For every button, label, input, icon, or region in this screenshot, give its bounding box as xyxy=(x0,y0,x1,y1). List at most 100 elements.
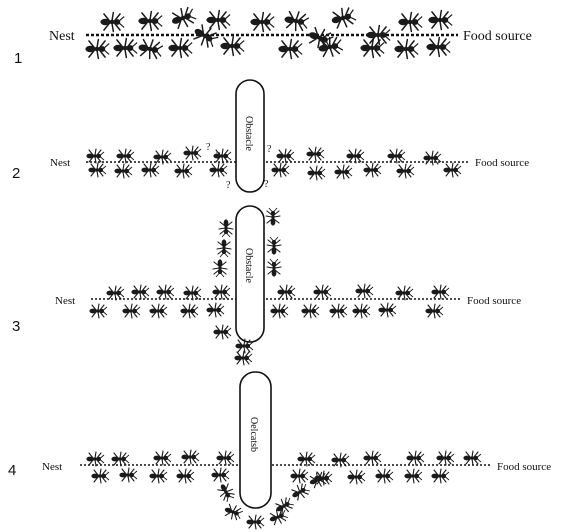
ant-icon xyxy=(212,324,232,340)
ant-icon xyxy=(277,38,303,60)
ant-icon xyxy=(266,258,282,278)
ant-icon xyxy=(269,303,289,319)
ant-icon xyxy=(328,303,348,319)
ant-icon xyxy=(121,303,141,319)
obstacle-label: Obstacle xyxy=(243,116,254,152)
panel-4: 4 Nest Food source Oelcatsb xyxy=(8,371,551,530)
question-mark: ? xyxy=(226,180,231,191)
panel-2: 2 Nest Food source Obstacle ? ? ? ? ? xyxy=(12,79,529,193)
ant-icon xyxy=(377,302,397,318)
nest-label: Nest xyxy=(49,29,75,44)
panel-number: 3 xyxy=(12,318,20,335)
ant-icon xyxy=(462,450,482,466)
ant-icon xyxy=(265,207,281,227)
ant-icon xyxy=(180,449,200,465)
ant-icon xyxy=(112,37,138,59)
ant-icon xyxy=(85,148,105,164)
ant-icon xyxy=(168,4,199,32)
ant-icon xyxy=(272,494,296,517)
ant-icon xyxy=(99,11,125,33)
nest-label: Nest xyxy=(42,461,62,473)
ant-icon xyxy=(182,285,202,301)
obstacle xyxy=(235,79,265,193)
ant-icon xyxy=(173,163,193,179)
ant-icon xyxy=(422,150,442,166)
ant-icon xyxy=(140,162,160,178)
question-mark: ? xyxy=(206,142,211,153)
ant-icon xyxy=(397,11,423,33)
ant-icon xyxy=(405,450,425,466)
food-source-label: Food source xyxy=(463,29,532,44)
ant-icon xyxy=(210,467,230,483)
ant-icon xyxy=(306,165,326,181)
panel-3: 3 Nest Food source Obstacle xyxy=(12,205,521,366)
ant-group xyxy=(88,207,450,366)
ant-icon xyxy=(282,8,311,34)
ant-icon xyxy=(136,36,165,62)
ant-icon xyxy=(275,148,295,164)
ant-icon xyxy=(333,164,353,180)
ant-icon xyxy=(328,4,358,31)
ant-icon xyxy=(354,283,374,299)
ant-icon xyxy=(346,469,366,485)
obstacle-label: Obstacle xyxy=(243,248,254,284)
ant-icon xyxy=(362,450,382,466)
ant-icon xyxy=(118,467,138,483)
ant-icon xyxy=(393,38,419,60)
food-source-label: Food source xyxy=(467,295,521,307)
ant-icon xyxy=(345,148,365,164)
ant-icon xyxy=(152,450,172,466)
ant-icon xyxy=(305,146,325,162)
nest-label: Nest xyxy=(50,157,70,169)
ant-icon xyxy=(288,480,312,503)
ant-icon xyxy=(289,468,309,484)
ant-icon xyxy=(221,501,245,523)
panel-number: 4 xyxy=(8,462,16,479)
food-source-label: Food source xyxy=(475,157,529,169)
ant-icon xyxy=(403,468,423,484)
ant-icon xyxy=(148,468,168,484)
ant-icon xyxy=(179,303,199,319)
ant-icon xyxy=(312,284,332,300)
ant-icon xyxy=(215,450,235,466)
ant-icon xyxy=(189,21,221,52)
food-source-label: Food source xyxy=(497,461,551,473)
ant-icon xyxy=(424,303,444,319)
ant-icon xyxy=(216,238,232,258)
ant-icon xyxy=(211,284,231,300)
ant-icon xyxy=(152,149,172,165)
ant-icon xyxy=(245,514,265,530)
ant-icon xyxy=(442,162,462,178)
ant-icon xyxy=(435,450,455,466)
ant-icon xyxy=(167,37,193,59)
ant-icon xyxy=(218,218,234,238)
obstacle xyxy=(235,205,265,343)
ant-icon xyxy=(394,285,414,301)
ant-icon xyxy=(130,284,150,300)
ant-icon xyxy=(148,303,168,319)
ant-icon xyxy=(300,303,320,319)
ant-icon xyxy=(296,451,316,467)
panel-number: 1 xyxy=(14,50,22,67)
ant-icon xyxy=(87,162,107,178)
ant-icon xyxy=(362,162,382,178)
ant-icon xyxy=(427,9,453,31)
ant-icon xyxy=(233,350,253,366)
ant-icon xyxy=(374,468,394,484)
ant-icon xyxy=(205,302,225,318)
ant-icon xyxy=(266,236,282,256)
ant-icon xyxy=(359,37,385,59)
ant-icon xyxy=(276,284,296,300)
ant-icon xyxy=(113,163,133,179)
ant-icon xyxy=(205,9,231,31)
ant-icon xyxy=(351,303,371,319)
nest-label: Nest xyxy=(55,295,75,307)
ant-icon xyxy=(425,36,451,58)
question-mark: ? xyxy=(264,179,269,190)
ant-icon xyxy=(84,38,110,60)
ant-icon xyxy=(219,35,245,57)
ant-group xyxy=(85,145,462,181)
ant-icon xyxy=(110,451,130,467)
ant-icon xyxy=(155,284,175,300)
